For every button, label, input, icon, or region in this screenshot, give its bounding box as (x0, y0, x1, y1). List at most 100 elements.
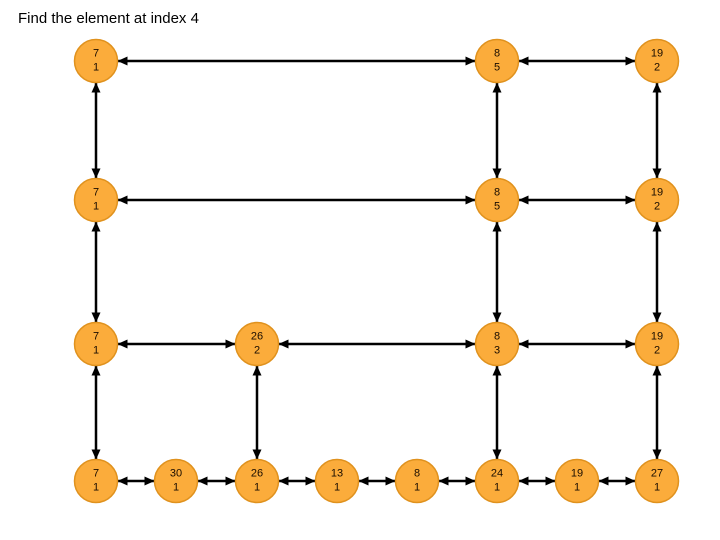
node-circle (634, 458, 680, 504)
node-circle (474, 321, 520, 367)
node-circle (474, 177, 520, 223)
skiplist-node: 81 (394, 458, 440, 504)
node-span: 1 (334, 482, 340, 494)
skiplist-node: 192 (634, 38, 680, 84)
node-circle (73, 458, 119, 504)
node-circle (394, 458, 440, 504)
node-span: 5 (494, 201, 500, 213)
arrowhead-up-icon (91, 82, 101, 93)
arrowhead-left-icon (518, 339, 529, 349)
node-circle (554, 458, 600, 504)
node-span: 1 (93, 201, 99, 213)
skiplist-node: 85 (474, 38, 520, 84)
node-value: 19 (651, 48, 663, 60)
node-value: 26 (251, 331, 263, 343)
arrowhead-left-icon (278, 476, 289, 486)
node-circle (474, 458, 520, 504)
node-circle (634, 38, 680, 84)
node-circle (73, 321, 119, 367)
arrowhead-down-icon (652, 312, 662, 323)
arrowhead-up-icon (252, 365, 262, 376)
arrowhead-down-icon (492, 168, 502, 179)
node-value: 7 (93, 468, 99, 480)
skiplist-node: 85 (474, 177, 520, 223)
skiplist-node: 131 (314, 458, 360, 504)
node-value: 8 (494, 331, 500, 343)
node-span: 1 (93, 345, 99, 357)
node-span: 2 (654, 345, 660, 357)
arrowhead-right-icon (465, 476, 476, 486)
node-value: 7 (93, 187, 99, 199)
arrowhead-left-icon (438, 476, 449, 486)
skiplist-node: 301 (153, 458, 199, 504)
arrowhead-right-icon (225, 339, 236, 349)
node-span: 2 (254, 345, 260, 357)
node-value: 8 (494, 48, 500, 60)
arrowhead-right-icon (625, 476, 636, 486)
arrowhead-left-icon (278, 339, 289, 349)
arrowhead-right-icon (465, 195, 476, 205)
arrowhead-left-icon (117, 56, 128, 66)
node-value: 24 (491, 468, 503, 480)
arrowhead-right-icon (385, 476, 396, 486)
node-circle (314, 458, 360, 504)
arrowhead-down-icon (91, 168, 101, 179)
node-span: 1 (93, 482, 99, 494)
arrowhead-down-icon (252, 449, 262, 460)
node-value: 7 (93, 48, 99, 60)
arrowhead-left-icon (518, 476, 529, 486)
skiplist-node: 83 (474, 321, 520, 367)
node-span: 1 (654, 482, 660, 494)
arrowhead-right-icon (625, 339, 636, 349)
node-value: 8 (494, 187, 500, 199)
arrowhead-down-icon (91, 312, 101, 323)
arrowhead-left-icon (117, 476, 128, 486)
arrowhead-right-icon (545, 476, 556, 486)
node-span: 5 (494, 62, 500, 74)
skiplist-node: 271 (634, 458, 680, 504)
arrowhead-right-icon (625, 195, 636, 205)
arrowhead-right-icon (465, 339, 476, 349)
node-value: 27 (651, 468, 663, 480)
arrowhead-down-icon (492, 312, 502, 323)
skiplist-node: 192 (634, 321, 680, 367)
node-value: 8 (414, 468, 420, 480)
skiplist-node: 71 (73, 458, 119, 504)
arrowhead-left-icon (598, 476, 609, 486)
node-span: 1 (494, 482, 500, 494)
arrowhead-up-icon (91, 365, 101, 376)
arrowhead-down-icon (652, 449, 662, 460)
arrowhead-left-icon (358, 476, 369, 486)
arrowhead-down-icon (492, 449, 502, 460)
arrowhead-right-icon (305, 476, 316, 486)
node-circle (234, 321, 280, 367)
skiplist-node: 71 (73, 38, 119, 84)
skiplist-node: 262 (234, 321, 280, 367)
node-value: 19 (651, 187, 663, 199)
arrowhead-left-icon (197, 476, 208, 486)
skiplist-node: 71 (73, 177, 119, 223)
node-value: 13 (331, 468, 343, 480)
node-span: 1 (173, 482, 179, 494)
arrowhead-up-icon (652, 365, 662, 376)
slide-title: Find the element at index 4 (18, 10, 199, 27)
arrowhead-up-icon (652, 82, 662, 93)
node-circle (474, 38, 520, 84)
node-span: 3 (494, 345, 500, 357)
node-span: 1 (254, 482, 260, 494)
arrowhead-left-icon (518, 195, 529, 205)
node-circle (634, 321, 680, 367)
skiplist-node: 192 (634, 177, 680, 223)
arrowhead-right-icon (225, 476, 236, 486)
node-value: 30 (170, 468, 182, 480)
arrowhead-left-icon (117, 339, 128, 349)
skiplist-node: 241 (474, 458, 520, 504)
skiplist-node: 261 (234, 458, 280, 504)
node-span: 2 (654, 201, 660, 213)
arrowhead-down-icon (91, 449, 101, 460)
node-circle (634, 177, 680, 223)
node-span: 1 (574, 482, 580, 494)
arrowhead-left-icon (518, 56, 529, 66)
node-span: 1 (414, 482, 420, 494)
